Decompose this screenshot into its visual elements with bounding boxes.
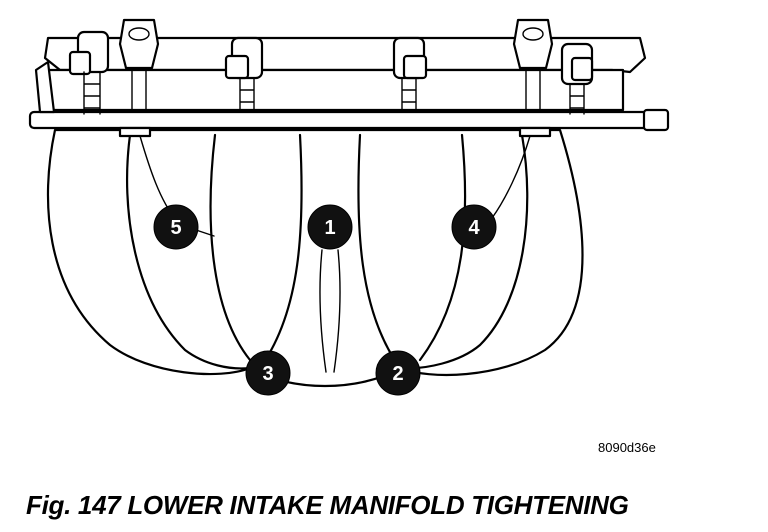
manifold-runners bbox=[46, 128, 584, 387]
badge-number: 4 bbox=[468, 217, 480, 239]
injector bbox=[560, 42, 594, 115]
sequence-badge-4: 4 bbox=[451, 204, 497, 250]
injector-group bbox=[68, 18, 594, 115]
badge-circle bbox=[153, 204, 199, 250]
sequence-badge-2: 2 bbox=[375, 350, 421, 396]
badge-number: 1 bbox=[324, 217, 335, 239]
fuel-rail bbox=[28, 60, 670, 138]
badge-number: 5 bbox=[170, 217, 181, 239]
manifold-illustration: 1 2 3 4 5 bbox=[28, 18, 670, 396]
figure-caption: Fig. 147 LOWER INTAKE MANIFOLD TIGHTENIN… bbox=[26, 490, 629, 520]
sequence-badge-3: 3 bbox=[245, 350, 291, 396]
injector bbox=[512, 18, 554, 111]
injector bbox=[68, 30, 110, 115]
sequence-badge-1: 1 bbox=[307, 204, 353, 250]
badge-circle bbox=[245, 350, 291, 396]
upper-flange bbox=[43, 36, 647, 112]
badge-circle bbox=[451, 204, 497, 250]
manifold-diagram: 1 2 3 4 5 bbox=[28, 18, 670, 396]
injector bbox=[224, 36, 264, 111]
badge-number: 3 bbox=[262, 363, 273, 385]
injector bbox=[118, 18, 160, 111]
tightening-sequence: 1 2 3 4 5 bbox=[153, 204, 497, 396]
sequence-badge-5: 5 bbox=[153, 204, 199, 250]
badge-circle bbox=[307, 204, 353, 250]
badge-circle bbox=[375, 350, 421, 396]
injector bbox=[392, 36, 428, 111]
figure-reference-code: 8090d36e bbox=[598, 440, 656, 455]
badge-number: 2 bbox=[392, 363, 403, 385]
